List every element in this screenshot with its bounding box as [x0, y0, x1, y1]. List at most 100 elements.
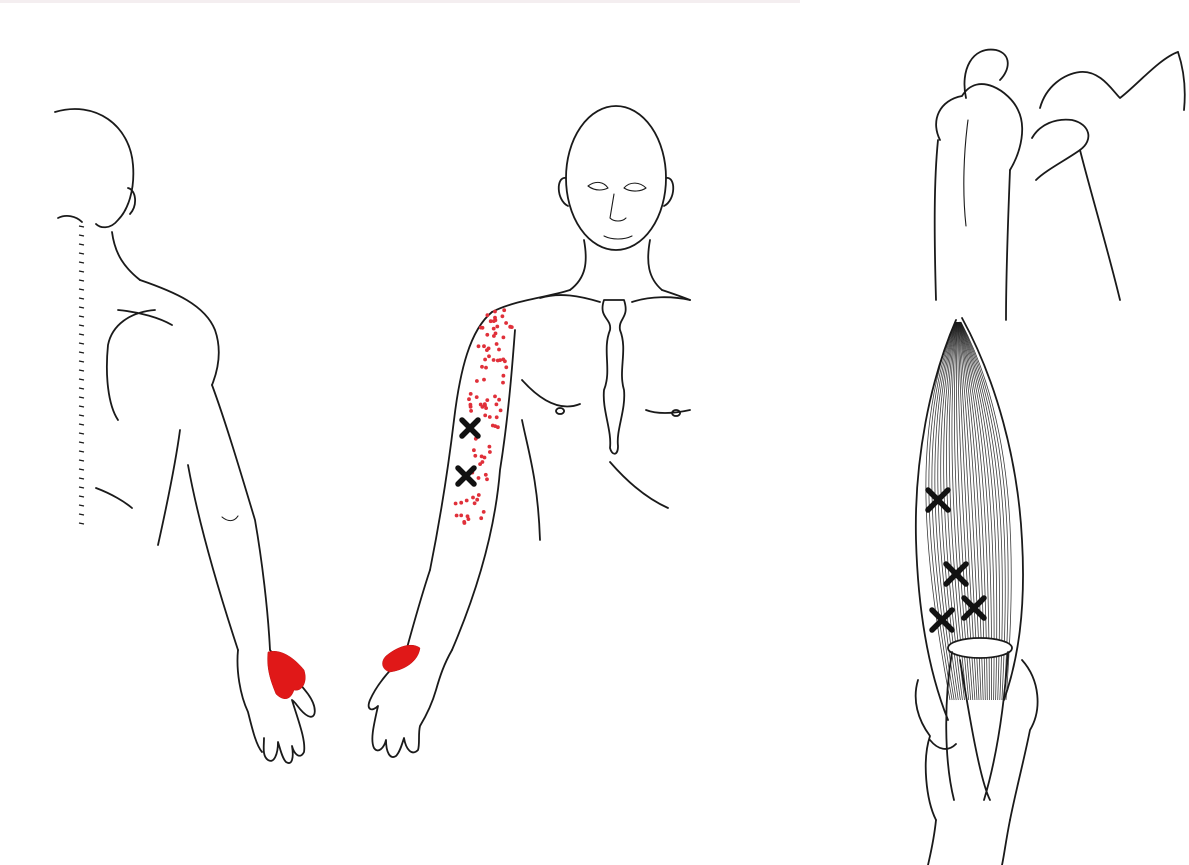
pain-dot — [497, 398, 501, 402]
pain-dot — [501, 314, 505, 318]
pain-dot — [472, 448, 476, 452]
pain-dot — [498, 358, 502, 362]
spine-mark — [79, 442, 84, 443]
spine-mark — [79, 280, 84, 281]
pain-dot — [466, 514, 470, 518]
acromion — [964, 50, 1178, 108]
spine-mark — [79, 469, 84, 470]
pain-dot — [465, 499, 469, 503]
pain-dot — [504, 321, 508, 325]
pain-dot — [495, 342, 499, 346]
pain-dot — [471, 496, 475, 500]
spine-mark — [79, 433, 84, 434]
spine-mark — [79, 361, 84, 362]
pain-dot — [479, 516, 483, 520]
spine-mark — [79, 298, 84, 299]
forearm-bones — [928, 740, 1010, 865]
spine-mark — [79, 262, 84, 263]
spine-mark — [79, 451, 84, 452]
pain-dot — [469, 409, 473, 413]
posterior-scapula — [107, 310, 172, 420]
anterior-eyes — [588, 182, 646, 191]
spine-mark — [79, 235, 84, 236]
bicipital-groove — [964, 120, 968, 226]
pain-dot — [493, 310, 497, 314]
spine-mark — [79, 523, 84, 524]
humeral-head — [936, 84, 1022, 170]
anterior-hand — [369, 650, 452, 757]
pain-dot — [508, 325, 512, 329]
anterior-mouth — [604, 236, 632, 239]
spine-mark — [79, 334, 84, 335]
spine-mark — [79, 505, 84, 506]
anterior-neck — [570, 240, 662, 290]
posterior-view — [55, 109, 315, 763]
posterior-wrist-pain-zone — [268, 651, 306, 699]
pain-dot — [502, 374, 506, 378]
pain-dot — [492, 327, 496, 331]
pain-dot — [477, 493, 481, 497]
trigger-point-x-icon — [458, 468, 474, 484]
spine-mark — [79, 487, 84, 488]
pain-dot — [473, 501, 477, 505]
trigger-point-x-icon — [932, 610, 952, 630]
pain-dot — [495, 403, 499, 407]
pain-dot — [484, 366, 488, 370]
pain-dot — [459, 501, 463, 505]
pain-dot — [492, 358, 496, 362]
pain-dot — [494, 332, 498, 336]
posterior-shoulder-outline — [140, 280, 219, 385]
spine-mark — [79, 514, 84, 515]
pain-dot — [475, 379, 479, 383]
anterior-sternum — [602, 300, 625, 454]
posterior-neck-line — [112, 232, 140, 280]
pain-dot — [493, 395, 497, 399]
pain-dot — [504, 365, 508, 369]
pain-dot — [488, 415, 492, 419]
pain-dot — [484, 406, 488, 410]
pain-dot — [478, 462, 482, 466]
anterior-forearm — [405, 570, 430, 655]
spine-mark — [79, 253, 84, 254]
posterior-forearm-inner — [188, 465, 238, 650]
anterior-torso-lower — [522, 420, 668, 540]
pain-dot — [469, 392, 473, 396]
pain-dot — [477, 344, 481, 348]
spine-mark — [79, 316, 84, 317]
spine-mark — [79, 388, 84, 389]
trigger-point-x-stroke — [932, 610, 952, 630]
pain-dot — [480, 365, 484, 369]
trigger-point-x-stroke — [458, 468, 474, 484]
anterior-head — [566, 106, 666, 250]
pain-dot — [493, 316, 497, 320]
pain-dot — [454, 502, 458, 506]
spine-mark — [79, 397, 84, 398]
spine-mark — [79, 460, 84, 461]
spine-mark — [79, 352, 84, 353]
pain-dot — [455, 514, 459, 518]
pain-dot — [492, 319, 496, 323]
posterior-upper-arm-outer — [212, 385, 270, 650]
pain-dot — [481, 326, 485, 330]
pain-dot — [463, 521, 467, 525]
anterior-view — [369, 106, 690, 757]
pain-dot — [502, 336, 506, 340]
spine-mark — [79, 289, 84, 290]
pain-dot — [497, 348, 501, 352]
posterior-head-outline — [55, 109, 133, 227]
elbow-outline — [916, 660, 1038, 820]
pain-dot — [482, 378, 486, 382]
anterior-clavicles — [540, 295, 690, 302]
pain-dot — [488, 450, 492, 454]
pain-dot — [501, 358, 505, 362]
pain-dot — [495, 325, 499, 329]
pain-dot — [483, 414, 487, 418]
pain-dot — [483, 358, 487, 362]
spine-mark — [79, 415, 84, 416]
pain-dot — [499, 409, 503, 413]
pain-dot — [502, 308, 506, 312]
pain-dot — [475, 395, 479, 399]
humerus-shaft — [935, 140, 1010, 320]
trigger-point-x-icon — [462, 420, 478, 436]
pain-dot — [469, 403, 473, 407]
